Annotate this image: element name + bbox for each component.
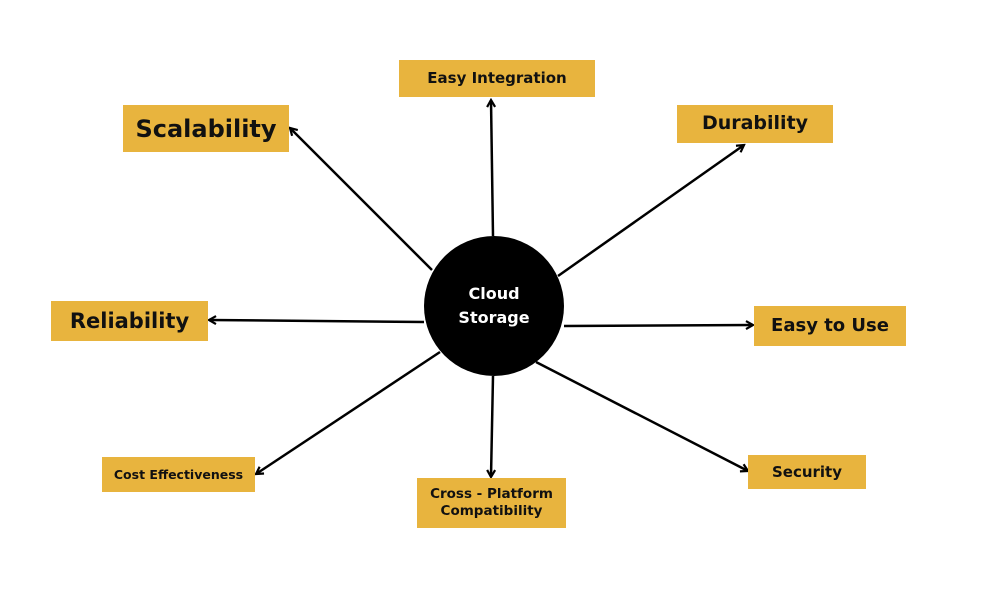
- node-cross-platform-compatibility: Cross - Platform Compatibility: [417, 478, 566, 528]
- arrow-reliability: [209, 320, 425, 322]
- arrow-security: [535, 360, 748, 471]
- node-label: Reliability: [69, 308, 190, 333]
- arrow-scalability: [290, 128, 433, 271]
- node-label: Cost Effectiveness: [113, 466, 244, 482]
- node-durability: Durability: [677, 105, 833, 143]
- node-label: Easy Integration: [427, 69, 567, 88]
- node-label: Easy to Use: [771, 314, 889, 336]
- arrow-cross-platform: [491, 375, 493, 477]
- arrow-easy-to-use: [563, 325, 753, 326]
- hub-label-line1: Cloud: [468, 284, 520, 303]
- cloud-storage-hub: Cloud Storage: [424, 236, 564, 376]
- node-cost-effectiveness: Cost Effectiveness: [102, 457, 255, 492]
- node-security: Security: [748, 455, 866, 489]
- hub-label-line2: Storage: [458, 308, 530, 327]
- arrow-cost-effectiveness: [256, 350, 441, 474]
- node-easy-to-use: Easy to Use: [754, 306, 906, 346]
- node-label: Scalability: [135, 114, 277, 143]
- node-label-line1: Cross - Platform: [430, 486, 553, 503]
- node-label: Security: [771, 462, 843, 481]
- node-label: Durability: [701, 112, 809, 135]
- node-easy-integration: Easy Integration: [399, 60, 595, 97]
- arrow-durability: [557, 145, 744, 278]
- arrow-easy-integration: [491, 100, 493, 237]
- node-label-line2: Compatibility: [440, 503, 543, 519]
- node-scalability: Scalability: [123, 105, 289, 152]
- node-reliability: Reliability: [51, 301, 208, 341]
